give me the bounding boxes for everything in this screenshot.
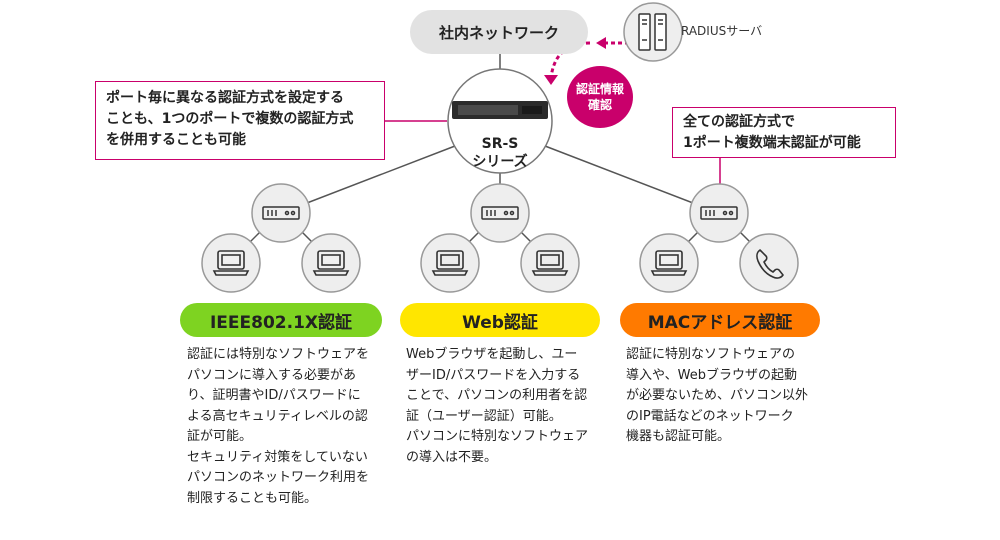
core-switch-model: SR-S: [481, 136, 519, 152]
description-line: 証（ユーザー認証）可能。: [406, 408, 562, 424]
callout-line: 全ての認証方式で: [683, 114, 795, 130]
callout-multi-terminal: 全ての認証方式で 1ポート複数端末認証が可能: [672, 107, 896, 158]
description-line: パソコンに導入する必要があ: [187, 367, 357, 383]
method-web-label: Web認証: [400, 303, 600, 337]
server-icon: [638, 13, 667, 51]
radius-server-node: [623, 2, 683, 62]
description-line: 制限することも可能。: [187, 490, 318, 506]
pc-node: [520, 233, 580, 293]
method-mac-description: 認証に特別なソフトウェアの 導入や、Webブラウザの起動 が必要ないため、パソコ…: [626, 345, 826, 448]
auth-check-bubble: 認証情報 確認: [567, 66, 633, 128]
hub-icon: [262, 206, 300, 220]
hub-node-1: [251, 183, 311, 243]
phone-node: [739, 233, 799, 293]
callout-line: ことも、1つのポートで複数の認証方式: [106, 111, 354, 127]
description-line: 認証には特別なソフトウェアを: [187, 347, 370, 362]
description-line: よる高セキュリティレベルの認: [187, 408, 368, 424]
description-line: 認証に特別なソフトウェアの: [626, 347, 796, 362]
pc-icon: [312, 250, 350, 276]
method-ieee8021x-description: 認証には特別なソフトウェアを パソコンに導入する必要があ り、証明書やID/パス…: [187, 345, 387, 509]
pc-icon: [531, 250, 569, 276]
core-switch-label: SR-S シリーズ: [448, 135, 552, 171]
description-line: Webブラウザを起動し、ユー: [406, 347, 578, 362]
method-ieee8021x-label: IEEE802.1X認証: [180, 303, 382, 337]
auth-check-arrowhead: [544, 75, 558, 85]
pc-icon: [650, 250, 688, 276]
description-line: ザーID/パスワードを入力する: [406, 367, 581, 383]
callout-line: ポート毎に異なる認証方式を設定する: [106, 90, 344, 106]
radius-server-label: RADIUSサーバ: [681, 24, 763, 38]
description-line: が必要ないため、パソコン以外: [626, 388, 809, 403]
radius-link-arrowhead: [596, 37, 606, 49]
phone-icon: [756, 249, 784, 279]
description-line: 証が可能。: [187, 429, 253, 444]
description-line: り、証明書やID/パスワードに: [187, 388, 361, 403]
hub-node-3: [689, 183, 749, 243]
auth-check-line-2: 確認: [587, 98, 612, 112]
callout-line: を併用することも可能: [106, 132, 246, 148]
hub-icon: [700, 206, 738, 220]
pc-node: [201, 233, 261, 293]
description-line: の導入は不要。: [406, 449, 498, 465]
description-line: ことで、パソコンの利用者を認: [406, 388, 588, 403]
pc-icon: [431, 250, 469, 276]
description-line: 導入や、Webブラウザの起動: [626, 367, 797, 383]
pc-icon: [212, 250, 250, 276]
pc-node: [420, 233, 480, 293]
auth-check-line-1: 認証情報: [575, 82, 624, 96]
pc-node: [639, 233, 699, 293]
method-mac-label: MACアドレス認証: [620, 303, 820, 337]
callout-multi-method: ポート毎に異なる認証方式を設定する ことも、1つのポートで複数の認証方式 を併用…: [95, 81, 385, 160]
hub-icon: [481, 206, 519, 220]
description-line: 機器も認証可能。: [626, 429, 731, 444]
description-line: セキュリティ対策をしていない: [187, 449, 368, 465]
core-switch-node: [447, 68, 553, 174]
method-web-description: Webブラウザを起動し、ユー ザーID/パスワードを入力する ことで、パソコンの…: [406, 345, 606, 468]
switch-icon: [452, 101, 548, 119]
network-node: 社内ネットワーク: [410, 10, 588, 54]
hub-node-2: [470, 183, 530, 243]
description-line: のIP電話などのネットワーク: [626, 408, 794, 424]
description-line: パソコンのネットワーク利用を: [187, 470, 370, 485]
pc-node: [301, 233, 361, 293]
core-switch-series: シリーズ: [472, 154, 528, 170]
callout-line: 1ポート複数端末認証が可能: [683, 135, 861, 151]
description-line: パソコンに特別なソフトウェア: [406, 429, 589, 444]
